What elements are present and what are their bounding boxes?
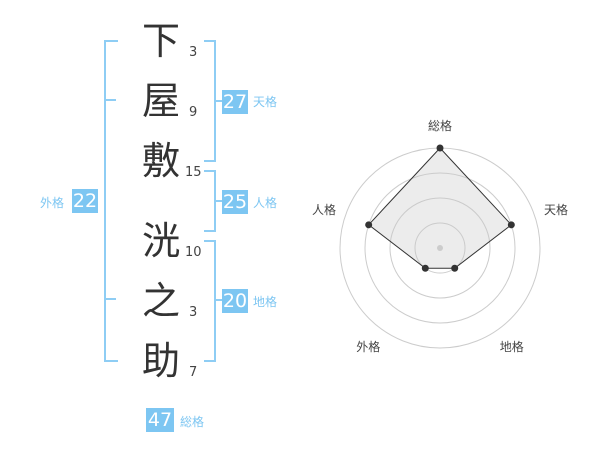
- chikaku-connector: [216, 299, 222, 301]
- radar-point-1: [436, 144, 444, 152]
- radar-axis-label-5: 人格: [311, 203, 336, 218]
- soukaku-label: 総格: [180, 415, 205, 429]
- name-char-6: 助: [142, 339, 181, 383]
- chikaku-label: 地格: [253, 295, 278, 309]
- gaikaku-bracket: [104, 40, 118, 362]
- chikaku-value: 20: [222, 289, 248, 313]
- radar-grid-ring: [389, 197, 491, 299]
- gaikaku-label: 外格: [40, 196, 65, 210]
- stroke-count-2: 9: [189, 105, 198, 120]
- jinkaku-bracket: [204, 170, 216, 232]
- name-char-3: 敷: [142, 139, 181, 183]
- radar-axis-label-4: 外格: [356, 339, 381, 354]
- jinkaku-value: 25: [222, 190, 248, 214]
- radar-axis-label-2: 天格: [544, 203, 569, 218]
- tenkaku-label: 天格: [253, 95, 278, 109]
- chikaku-bracket: [204, 240, 216, 362]
- radar-point-2: [507, 221, 515, 229]
- radar-axis-label-3: 地格: [499, 339, 524, 354]
- name-char-2: 屋: [142, 79, 181, 123]
- name-char-5: 之: [142, 279, 181, 323]
- jinkaku-label: 人格: [253, 196, 278, 210]
- gaikaku-bracket-tick-top: [104, 99, 116, 101]
- radar-grid-ring: [364, 172, 516, 324]
- radar-axis-label-1: 総格: [428, 119, 453, 133]
- stroke-count-3: 15: [185, 165, 202, 180]
- stroke-count-1: 3: [189, 45, 198, 60]
- soukaku-value: 47: [146, 408, 174, 432]
- name-char-1: 下: [142, 19, 181, 63]
- stroke-count-4: 10: [185, 245, 202, 260]
- gaikaku-bracket-tick-bottom: [104, 298, 116, 300]
- gaikaku-value: 22: [72, 189, 98, 213]
- radar-point-3: [451, 264, 459, 272]
- radar-center-dot: [437, 245, 443, 251]
- radar-grid-ring: [414, 222, 466, 274]
- tenkaku-value: 27: [222, 90, 248, 114]
- radar-point-4: [421, 264, 429, 272]
- stroke-count-6: 7: [189, 365, 198, 380]
- tenkaku-connector: [216, 100, 222, 102]
- tenkaku-bracket: [204, 40, 216, 162]
- name-char-4: 洸: [142, 219, 181, 263]
- jinkaku-connector: [216, 200, 222, 202]
- radar-point-5: [365, 221, 373, 229]
- stroke-count-5: 3: [189, 305, 198, 320]
- radar-data-polygon: [367, 147, 513, 269]
